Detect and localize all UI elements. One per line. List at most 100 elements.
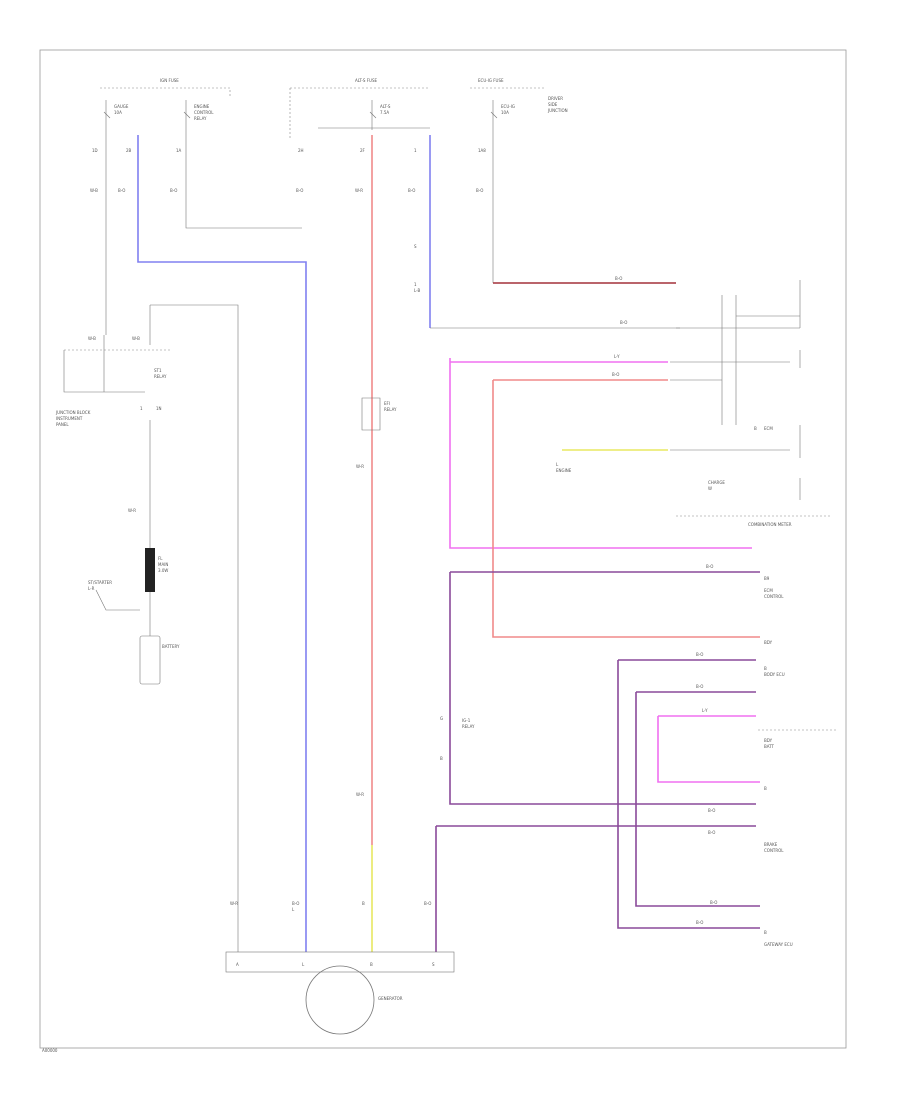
svg-text:ECM: ECM [764,426,773,431]
svg-text:CHARGE: CHARGE [708,480,725,485]
generator-symbol [305,965,375,1035]
svg-text:BATT: BATT [764,744,775,749]
svg-text:1A: 1A [176,148,182,153]
svg-text:10A: 10A [501,110,509,115]
svg-text:B9: B9 [764,576,770,581]
svg-text:ECU-IG: ECU-IG [501,104,515,109]
ground-text: A [236,962,239,967]
svg-text:ENGINE: ENGINE [194,104,210,109]
svg-text:10A: 10A [114,110,122,115]
svg-text:B-O: B-O [708,808,715,813]
svg-text:B-O: B-O [476,188,483,193]
svg-text:ALT-S FUSE: ALT-S FUSE [355,78,378,83]
svg-text:DRIVER: DRIVER [548,96,563,101]
svg-text:CONTROL: CONTROL [764,848,784,853]
svg-text:IG-1: IG-1 [462,718,471,723]
svg-text:3.0W: 3.0W [158,568,168,573]
svg-text:RELAY: RELAY [462,724,475,729]
svg-text:B: B [754,426,757,431]
svg-text:1: 1 [414,282,417,287]
svg-text:B-O: B-O [612,372,619,377]
svg-text:INSTRUMENT: INSTRUMENT [56,416,83,421]
svg-text:JUNCTION: JUNCTION [547,108,568,113]
wire-purple-b [435,825,756,952]
junction-block-text: JUNCTION BLOCK [55,410,91,415]
svg-text:ENGINE: ENGINE [556,468,572,473]
svg-text:ALT-S: ALT-S [380,104,391,109]
diagram-frame [39,49,847,1049]
wire-magenta-low [657,715,760,783]
svg-text:CONTROL: CONTROL [764,594,784,599]
svg-text:B-O: B-O [292,901,299,906]
svg-text:B-O: B-O [696,920,703,925]
svg-text:ECM: ECM [764,588,773,593]
svg-text:B-O: B-O [710,900,717,905]
svg-text:1D: 1D [92,148,98,153]
svg-text:B-O: B-O [706,564,713,569]
svg-text:B-O: B-O [696,684,703,689]
svg-text:W-R: W-R [128,508,136,513]
svg-text:B-O: B-O [620,320,627,325]
svg-text:PANEL: PANEL [56,422,69,427]
svg-text:7.5A: 7.5A [380,110,389,115]
svg-text:G: G [440,716,443,721]
gateway-ecu-text: GATEWAY ECU [764,942,793,947]
svg-text:L-Y: L-Y [702,708,708,713]
svg-text:L-B: L-B [414,288,420,293]
generator-connector: A L B S [225,951,455,973]
svg-text:EFI: EFI [384,401,390,406]
battery-text: BATTERY [162,644,180,649]
footer-code: A00000 [42,1048,58,1053]
svg-text:B-O: B-O [708,830,715,835]
svg-text:1: 1 [140,406,143,411]
body-ecu-text: BODY ECU [764,672,785,677]
fuse-box-right: ECU-IG FUSE [470,78,545,130]
svg-text:L-R: L-R [88,586,95,591]
svg-text:W-R: W-R [230,901,238,906]
svg-text:B-O: B-O [408,188,415,193]
combination-meter-text: COMBINATION METER [748,522,792,527]
svg-text:W-R: W-R [356,464,364,469]
svg-text:W-B: W-B [90,188,98,193]
svg-text:ST/STARTER: ST/STARTER [88,580,112,585]
svg-text:B: B [764,786,767,791]
svg-text:L: L [292,907,295,912]
fuse-box-left: IGN FUSE [100,78,231,130]
svg-text:BDY: BDY [764,640,773,645]
generator-text: GENERATOR [378,996,403,1001]
svg-text:IGN FUSE: IGN FUSE [160,78,179,83]
svg-text:B: B [362,901,365,906]
svg-text:RELAY: RELAY [194,116,207,121]
svg-text:SIDE: SIDE [548,102,558,107]
svg-text:B: B [370,962,373,967]
wire-magenta-meter [449,358,752,549]
svg-text:MAIN: MAIN [158,562,168,567]
wire-red-right [492,379,760,638]
svg-text:ST1: ST1 [154,368,162,373]
svg-text:CONTROL: CONTROL [194,110,214,115]
svg-text:W-R: W-R [356,792,364,797]
svg-text:W-B: W-B [132,336,140,341]
svg-text:BRAKE: BRAKE [764,842,778,847]
svg-text:GAUGE: GAUGE [114,104,129,109]
svg-text:B-O: B-O [615,276,622,281]
svg-text:S: S [414,244,417,249]
svg-text:W-B: W-B [88,336,96,341]
svg-text:ECU-IG FUSE: ECU-IG FUSE [478,78,504,83]
svg-text:2F: 2F [360,148,366,153]
svg-text:B-O: B-O [170,188,177,193]
svg-text:B: B [440,756,443,761]
svg-text:2B: 2B [126,148,132,153]
svg-text:W: W [708,486,712,491]
svg-text:W-R: W-R [355,188,363,193]
svg-text:S: S [432,962,435,967]
svg-text:2H: 2H [298,148,304,153]
svg-text:B-O: B-O [296,188,303,193]
